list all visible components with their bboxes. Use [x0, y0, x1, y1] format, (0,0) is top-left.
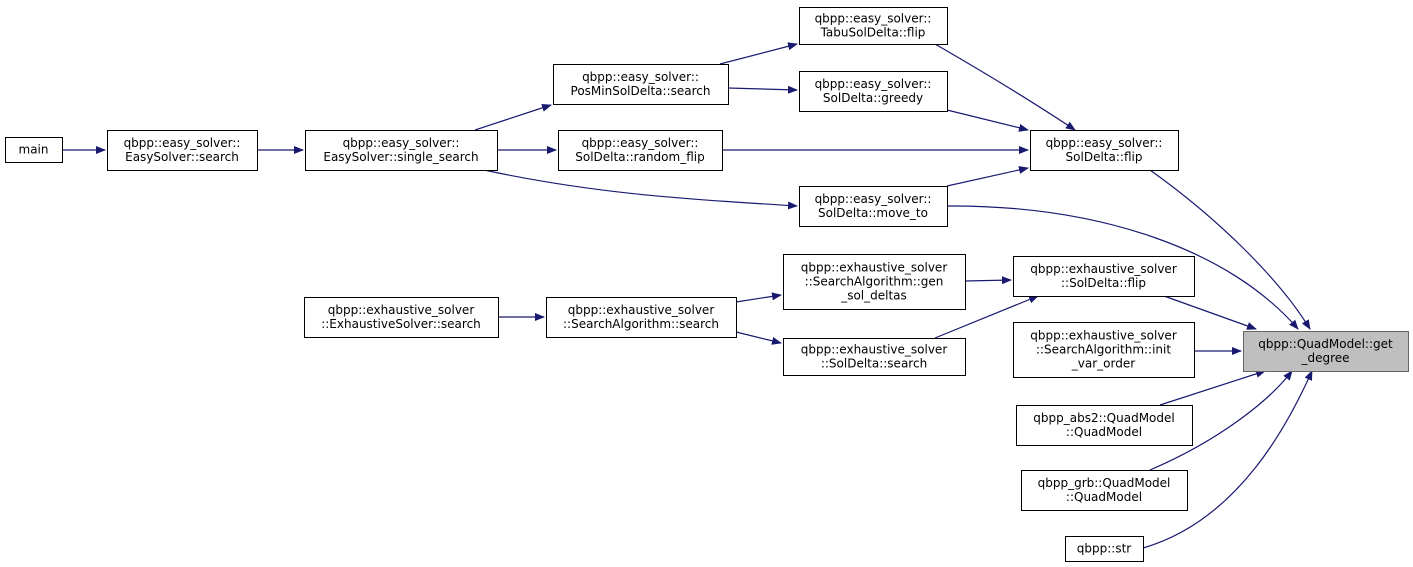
node-label: qbpp::exhaustive_solver — [328, 303, 475, 317]
call-edge — [1149, 169, 1311, 330]
node-ex-flip[interactable]: qbpp::exhaustive_solver::SolDelta::flip — [1013, 256, 1195, 297]
node-box — [1030, 130, 1179, 171]
call-edge — [946, 166, 1029, 187]
node-box — [783, 254, 966, 310]
call-edge — [934, 43, 1076, 131]
call-edge — [719, 42, 798, 65]
node-label: qbpp::exhaustive_solver — [1030, 329, 1177, 343]
node-label: ::SolDelta::search — [821, 357, 927, 371]
node-label: ::SearchAlgorithm::gen — [805, 275, 944, 289]
node-abs2[interactable]: qbpp_abs2::QuadModel::QuadModel — [1016, 405, 1193, 446]
node-label: qbpp_grb::QuadModel — [1038, 476, 1171, 490]
node-box — [553, 64, 729, 105]
node-label: main — [19, 143, 49, 157]
node-str[interactable]: qbpp::str — [1065, 536, 1144, 562]
node-grb[interactable]: qbpp_grb::QuadModel::QuadModel — [1021, 470, 1188, 511]
edges — [62, 42, 1313, 549]
call-edge — [1142, 370, 1313, 549]
call-edge — [483, 169, 798, 210]
node-label: ::ExhaustiveSolver::search — [321, 317, 481, 331]
node-box — [1013, 256, 1195, 297]
node-label: EasySolver::search — [125, 150, 239, 164]
node-box — [1021, 470, 1188, 511]
call-edge — [1163, 295, 1257, 330]
call-edge — [934, 295, 1039, 339]
node-label: qbpp::exhaustive_solver — [801, 343, 948, 357]
node-label: qbpp::exhaustive_solver — [1030, 262, 1177, 276]
node-label: qbpp::easy_solver:: — [815, 12, 932, 26]
node-ex-sd-search[interactable]: qbpp::exhaustive_solver::SolDelta::searc… — [783, 338, 966, 376]
node-box — [107, 130, 258, 171]
node-greedy[interactable]: qbpp::easy_solver::SolDelta::greedy — [799, 71, 948, 112]
node-box — [799, 71, 948, 112]
node-label: _sol_deltas — [840, 289, 907, 303]
node-ex-search[interactable]: qbpp::exhaustive_solver::ExhaustiveSolve… — [304, 297, 499, 338]
node-box — [1013, 322, 1195, 378]
node-gen-sol[interactable]: qbpp::exhaustive_solver::SearchAlgorithm… — [783, 254, 966, 310]
node-label: _var_order — [1071, 357, 1135, 371]
node-easy-search[interactable]: qbpp::easy_solver::EasySolver::search — [107, 130, 258, 171]
node-box — [305, 130, 498, 171]
call-edge — [964, 276, 1012, 285]
node-box — [799, 7, 948, 45]
node-label: qbpp::exhaustive_solver — [801, 261, 948, 275]
node-ex-algo-search[interactable]: qbpp::exhaustive_solver::SearchAlgorithm… — [546, 297, 737, 338]
node-label: qbpp::easy_solver:: — [343, 136, 460, 150]
node-label: qbpp::easy_solver:: — [582, 136, 699, 150]
node-label: qbpp::easy_solver:: — [582, 70, 699, 84]
node-label: qbpp_abs2::QuadModel — [1033, 411, 1174, 425]
node-box — [558, 130, 723, 171]
node-label: ::QuadModel — [1066, 490, 1142, 504]
call-edge — [946, 109, 1029, 132]
call-edge — [735, 292, 782, 303]
node-label: qbpp::exhaustive_solver — [568, 303, 715, 317]
node-easy-flip[interactable]: qbpp::easy_solver::SolDelta::flip — [1030, 130, 1179, 171]
node-easy-single[interactable]: qbpp::easy_solver::EasySolver::single_se… — [305, 130, 498, 171]
call-edge — [735, 331, 782, 345]
node-box — [783, 338, 966, 376]
node-label: SolDelta::random_flip — [575, 150, 704, 164]
node-init-var[interactable]: qbpp::exhaustive_solver::SearchAlgorithm… — [1013, 322, 1195, 378]
node-box — [1016, 405, 1193, 446]
node-box — [304, 297, 499, 338]
node-label: ::QuadModel — [1066, 425, 1142, 439]
node-move-to[interactable]: qbpp::easy_solver::SolDelta::move_to — [799, 186, 948, 227]
call-edge — [946, 205, 1299, 330]
node-main[interactable]: main — [5, 137, 63, 163]
node-label: EasySolver::single_search — [323, 150, 478, 164]
node-label: SolDelta::move_to — [818, 206, 928, 220]
node-label: qbpp::QuadModel::get — [1258, 337, 1393, 351]
node-posmin[interactable]: qbpp::easy_solver::PosMinSolDelta::searc… — [553, 64, 729, 105]
node-box — [546, 297, 737, 338]
node-random-flip[interactable]: qbpp::easy_solver::SolDelta::random_flip — [558, 130, 723, 171]
node-label: ::SearchAlgorithm::init — [1036, 343, 1171, 357]
call-edge — [1149, 370, 1293, 471]
node-root[interactable]: qbpp::QuadModel::get_degree — [1243, 331, 1409, 372]
node-label: TabuSolDelta::flip — [820, 26, 926, 40]
node-label: ::SearchAlgorithm::search — [563, 317, 719, 331]
node-label: SolDelta::flip — [1066, 150, 1143, 164]
node-box — [1065, 536, 1144, 562]
node-label: qbpp::easy_solver:: — [1046, 136, 1163, 150]
node-label: SolDelta::greedy — [823, 91, 923, 105]
call-edge — [727, 85, 798, 94]
node-label: qbpp::str — [1077, 542, 1132, 556]
node-label: ::SolDelta::flip — [1061, 276, 1146, 290]
node-box — [799, 186, 948, 227]
node-label: qbpp::easy_solver:: — [815, 77, 932, 91]
call-edge — [474, 104, 552, 131]
node-box — [1243, 331, 1409, 372]
node-label: _degree — [1300, 351, 1349, 365]
node-label: qbpp::easy_solver:: — [815, 192, 932, 206]
node-label: qbpp::easy_solver:: — [124, 136, 241, 150]
node-label: PosMinSolDelta::search — [571, 84, 711, 98]
node-box — [5, 137, 63, 163]
node-tabu[interactable]: qbpp::easy_solver::TabuSolDelta::flip — [799, 7, 948, 45]
call-edge — [1159, 369, 1266, 406]
